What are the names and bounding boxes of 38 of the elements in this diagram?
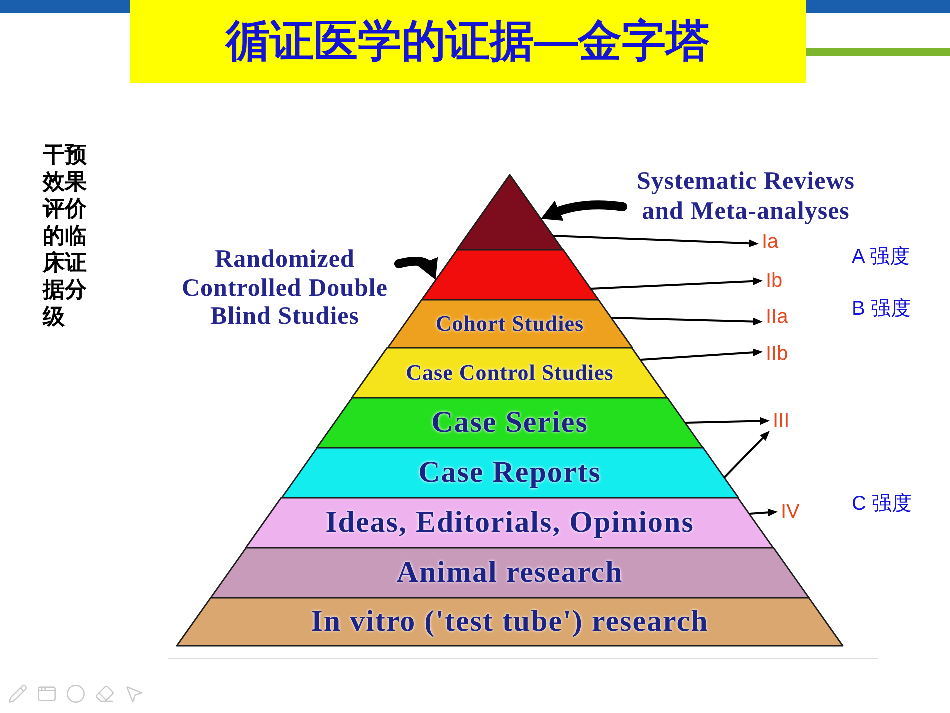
arrow [750, 508, 778, 517]
side-label: 干预效果评价的临床证据分级 [43, 141, 88, 330]
curved-arrow [540, 200, 628, 222]
evidence-level: Ib [766, 269, 783, 293]
evidence-level: Ia [762, 230, 779, 254]
arrow [724, 431, 770, 479]
evidence-level: IIb [766, 342, 788, 366]
title: 循证医学的证据—金字塔 [226, 16, 710, 68]
pyramid-tier [316, 398, 703, 448]
arrow [640, 348, 763, 361]
grade-label: B 强度 [852, 297, 911, 321]
arrow [611, 317, 763, 326]
evidence-level: IIa [766, 305, 788, 329]
pyramid-tier [352, 348, 668, 398]
evidence-level: IV [781, 500, 800, 524]
pyramid-tier [456, 175, 564, 250]
callout-text: Systematic Reviews and Meta-analyses [626, 167, 866, 227]
tier-label: Case Series [432, 408, 588, 438]
grade-label: C 强度 [852, 492, 912, 516]
tier-label: In vitro ('test tube') research [311, 607, 709, 637]
tier-label: Ideas, Editorials, Opinions [326, 508, 694, 538]
pyramid-tier [388, 300, 632, 348]
pyramid-tier [177, 598, 843, 646]
tier-label: Case Reports [418, 458, 602, 488]
evidence-level: III [773, 409, 790, 433]
tier-label: Animal research [396, 558, 624, 588]
tier-label: Case Control Studies [406, 362, 614, 384]
pyramid-tier [282, 448, 738, 498]
curved-arrow [394, 256, 437, 280]
pyramid-tier [210, 548, 810, 598]
callout-text: Randomized Controlled Double Blind Studies [174, 246, 396, 332]
pyramid-tier [246, 498, 774, 548]
arrow [685, 417, 770, 426]
pyramid-tier [422, 250, 598, 300]
grade-label: A 强度 [852, 245, 910, 269]
tier-label: Cohort Studies [436, 313, 584, 335]
arrow [590, 277, 763, 290]
arrow [553, 235, 759, 248]
